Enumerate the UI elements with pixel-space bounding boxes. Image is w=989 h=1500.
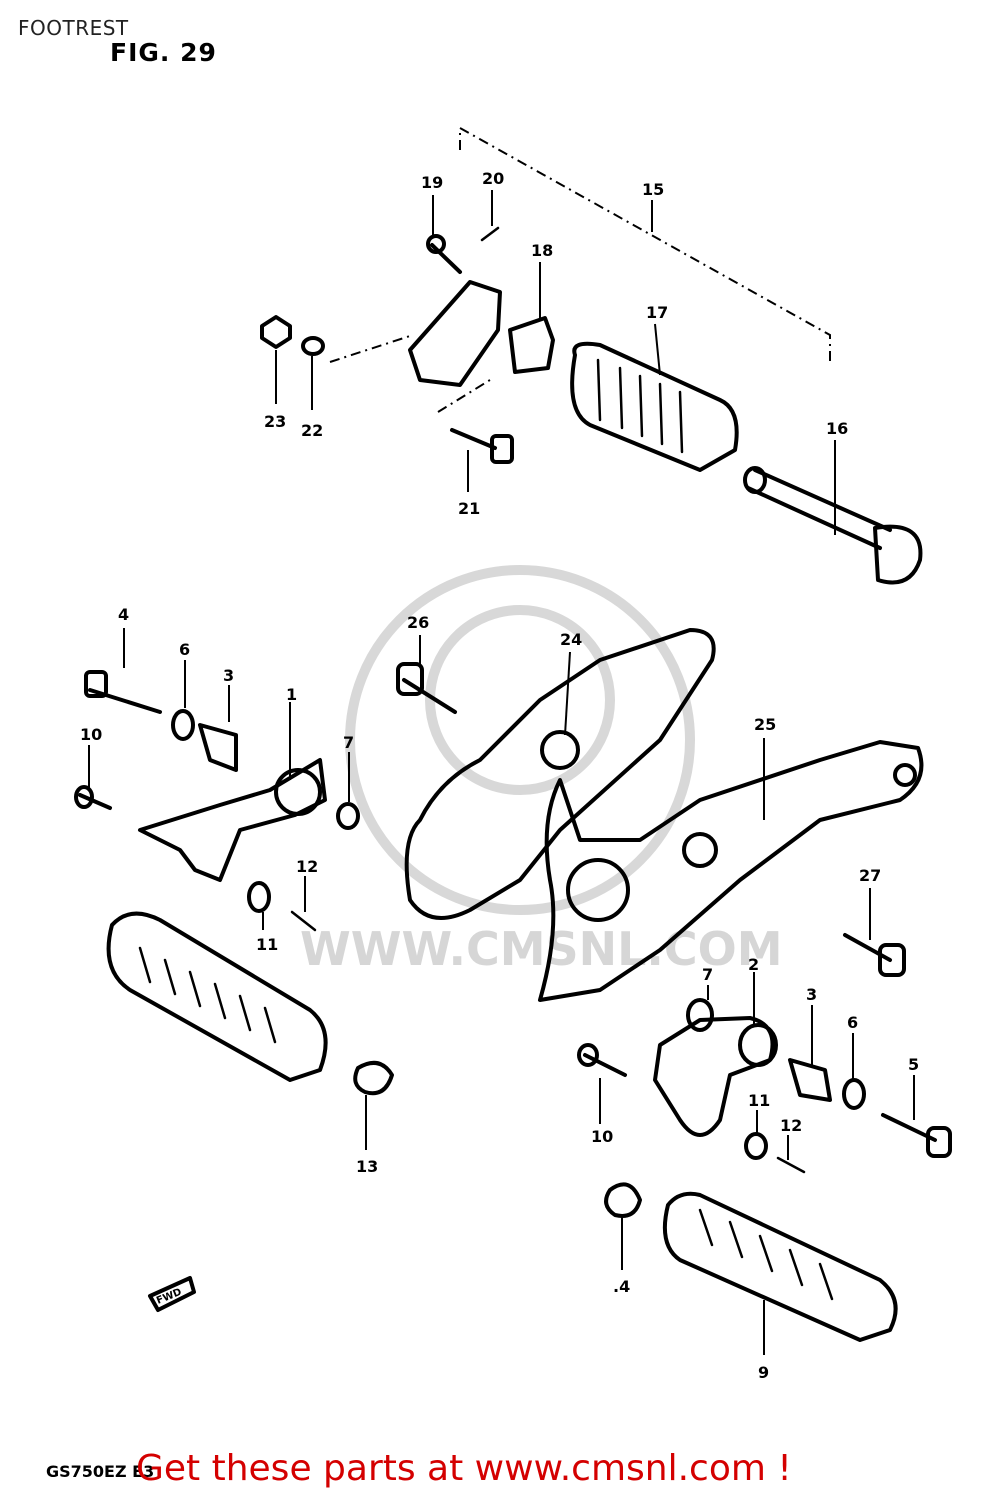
callout-25: 25 xyxy=(754,715,776,734)
callout-2: 2 xyxy=(748,955,759,974)
watermark-text: WWW.CMSNL.COM xyxy=(300,922,783,976)
callout-9: 9 xyxy=(758,1363,769,1382)
callout-19: 19 xyxy=(421,173,443,192)
callout-20: 20 xyxy=(482,169,504,188)
callout-numbers: 1 2 3 3 4 .4 5 6 6 7 7 9 10 10 11 11 12 … xyxy=(80,169,919,1382)
left-footrest-assembly xyxy=(74,670,394,1096)
callout-6-left: 6 xyxy=(179,640,190,659)
callout-11-right: 11 xyxy=(748,1091,770,1110)
cta-link-text[interactable]: Get these parts at www.cmsnl.com ! xyxy=(136,1448,792,1489)
callout-4: 4 xyxy=(118,605,129,624)
footrest-brackets xyxy=(396,628,924,1002)
page-title: FOOTREST xyxy=(18,16,129,40)
callout-23: 23 xyxy=(264,412,286,431)
callout-7-left: 7 xyxy=(343,733,354,752)
callout-12-left: 12 xyxy=(296,857,318,876)
model-code: GS750EZ E3 xyxy=(46,1462,155,1481)
right-footrest-assembly xyxy=(148,998,952,1342)
callout-22: 22 xyxy=(301,421,323,440)
callout-27: 27 xyxy=(859,866,881,885)
callout-1: 1 xyxy=(286,685,297,704)
callout-10-right: 10 xyxy=(591,1127,613,1146)
callout-3-right: 3 xyxy=(806,985,817,1004)
rear-footrest-assembly xyxy=(260,126,923,585)
callout-24: 24 xyxy=(560,630,582,649)
callout-21: 21 xyxy=(458,499,480,518)
callout-14: .4 xyxy=(613,1277,630,1296)
callout-17: 17 xyxy=(646,303,668,322)
callout-16: 16 xyxy=(826,419,848,438)
callout-26: 26 xyxy=(407,613,429,632)
callout-12-right: 12 xyxy=(780,1116,802,1135)
figure-label: FIG. 29 xyxy=(110,38,217,67)
callout-10-left: 10 xyxy=(80,725,102,744)
callout-5: 5 xyxy=(908,1055,919,1074)
callout-11-left: 11 xyxy=(256,935,278,954)
watermark: WWW.CMSNL.COM xyxy=(300,565,783,976)
leader-lines xyxy=(88,190,915,1355)
callout-18: 18 xyxy=(531,241,553,260)
callout-6-right: 6 xyxy=(847,1013,858,1032)
callout-13: 13 xyxy=(356,1157,378,1176)
callout-15: 15 xyxy=(642,180,664,199)
callout-3-left: 3 xyxy=(223,666,234,685)
callout-7-right: 7 xyxy=(702,965,713,984)
